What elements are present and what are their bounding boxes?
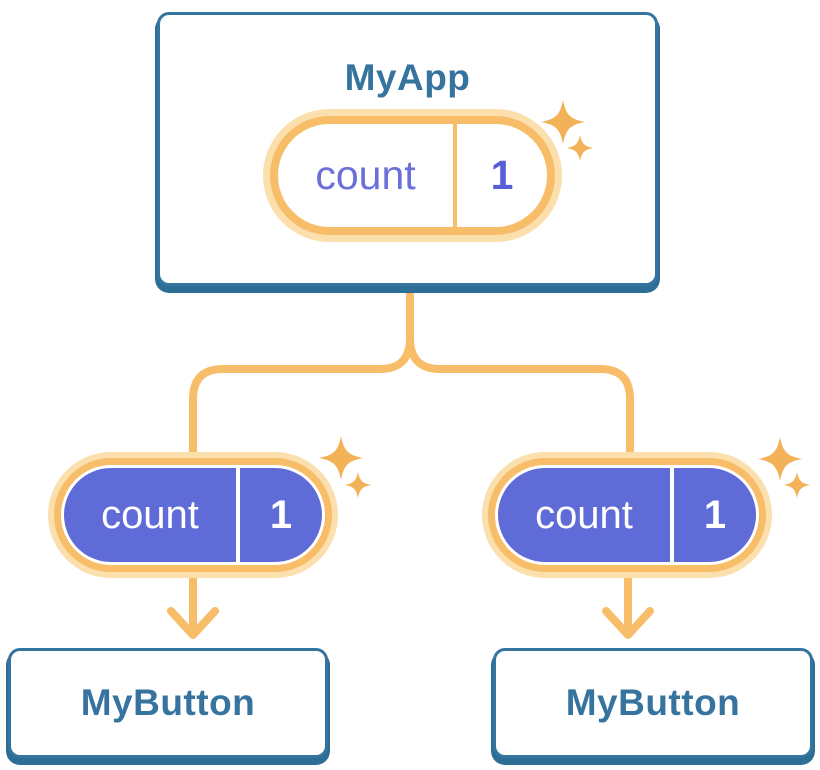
state-pill-fill: count 1 (498, 468, 756, 562)
state-pill-ring: count 1 (270, 116, 555, 235)
component-title: MyButton (565, 682, 741, 723)
state-name: count (535, 492, 633, 537)
state-value: 1 (703, 492, 727, 537)
connector-fork-right (406, 284, 634, 454)
state-name: count (101, 492, 199, 537)
state-pill-ring: count 1 (488, 458, 766, 572)
state-divider (453, 124, 457, 227)
component-title: MyButton (80, 682, 256, 723)
state-value: 1 (269, 492, 293, 537)
state-name: count (315, 152, 416, 198)
sparkle-large-icon (758, 437, 802, 481)
sparkle-small-icon (344, 471, 372, 499)
state-value: 1 (490, 152, 514, 198)
state-divider (670, 468, 674, 562)
state-pill-ring: count 1 (54, 458, 332, 572)
state-pill-fill: count 1 (64, 468, 322, 562)
state-divider (236, 468, 240, 562)
sparkle-small-icon (783, 471, 811, 499)
connector-fork-left (189, 284, 414, 454)
component-card-mybutton-right: MyButton (493, 648, 813, 758)
state-pill-right: count 1 (482, 452, 772, 578)
component-title: MyApp (344, 57, 471, 98)
arrow-down-icon (167, 572, 219, 639)
state-pill-left: count 1 (48, 452, 338, 578)
sparkle-large-icon (319, 436, 363, 480)
arrow-down-icon (602, 572, 654, 639)
component-card-mybutton-left: MyButton (8, 648, 328, 758)
state-pill-root: count 1 (263, 109, 562, 242)
